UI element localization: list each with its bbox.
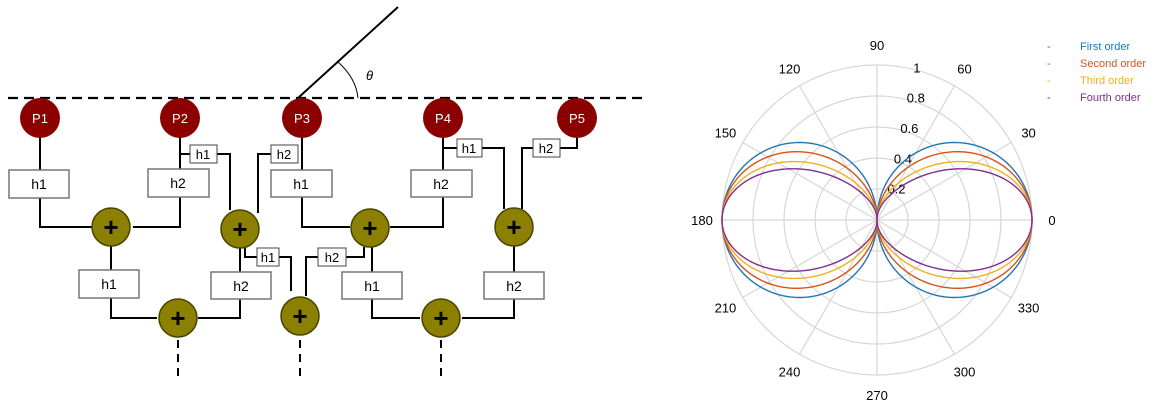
filter-h2-p2: h2 <box>147 168 210 198</box>
angle-tick-label: 240 <box>779 365 801 380</box>
theta-label: θ <box>366 68 373 83</box>
radial-tick-label: 0.4 <box>894 151 912 166</box>
series-fourth-order <box>721 168 1033 272</box>
array-diagram: θ <box>8 6 648 380</box>
sum-symbol: + <box>232 214 247 244</box>
filter-label: h2 <box>539 141 553 156</box>
angle-tick-label: 270 <box>866 388 888 401</box>
summer-a: + <box>91 207 131 247</box>
radial-tick-label: 1 <box>913 60 920 75</box>
filter-h1-p3: h1 <box>270 169 333 198</box>
grid-spoke <box>876 219 1012 299</box>
mic-p4: P4 <box>423 98 463 138</box>
filter-h2-small-p5: h2 <box>532 138 561 158</box>
summer-b: + <box>220 209 260 249</box>
angle-tick-label: 150 <box>715 126 737 141</box>
angle-tick-label: 300 <box>954 365 976 380</box>
mic-p2: P2 <box>160 98 200 138</box>
filter-h2-p4: h2 <box>410 169 473 198</box>
mic-p3: P3 <box>282 98 322 138</box>
filter-label: h1 <box>261 250 275 265</box>
sum-symbol: + <box>292 301 307 331</box>
radial-tick-label: 0.6 <box>900 121 918 136</box>
mic-p1: P1 <box>20 98 60 138</box>
angle-tick-label: 180 <box>691 213 713 228</box>
angle-tick-label: 90 <box>870 38 884 53</box>
filter-h2-small-stage2: h2 <box>317 247 347 267</box>
filter-label: h1 <box>462 141 476 156</box>
filter-h2-stage2-d: h2 <box>483 271 545 300</box>
legend: - First order - Second order - Third order - Fo… <box>1047 41 1146 104</box>
summer-c: + <box>350 208 390 248</box>
angle-tick-label: 30 <box>1021 126 1035 141</box>
filter-h1-stage2-c: h1 <box>341 271 403 300</box>
legend-marker: - <box>1047 75 1051 87</box>
legend-entry: Third order <box>1080 75 1134 87</box>
filter-h2-stage2-b: h2 <box>210 271 272 300</box>
sum-symbol: + <box>506 212 521 242</box>
wave-direction-line <box>297 6 399 99</box>
filter-h1-stage2-a: h1 <box>78 269 140 299</box>
filter-h1-small-p2: h1 <box>189 144 218 164</box>
mic-p3-label: P3 <box>294 111 310 126</box>
wiring <box>39 118 578 380</box>
radial-tick-label: 0.8 <box>907 91 925 106</box>
mic-p1-label: P1 <box>32 111 48 126</box>
legend-entry: First order <box>1080 41 1130 53</box>
grid-spoke <box>742 219 878 299</box>
filter-label: h1 <box>31 176 47 192</box>
angle-tick-label: 0 <box>1048 213 1055 228</box>
sum-symbol: + <box>103 212 118 242</box>
mic-p2-label: P2 <box>172 111 188 126</box>
mic-p5: P5 <box>557 98 597 138</box>
filter-h1-p1: h1 <box>8 169 70 199</box>
summer-d: + <box>494 207 534 247</box>
summer-f: + <box>280 296 320 336</box>
filter-h2-small-p3: h2 <box>270 144 299 164</box>
filter-label: h1 <box>196 147 210 162</box>
filter-h1-small-stage2: h1 <box>256 247 280 267</box>
grid-spoke <box>876 141 1012 221</box>
angle-tick-label: 120 <box>779 61 801 76</box>
sum-symbol: + <box>362 213 377 243</box>
sum-symbol: + <box>170 303 185 333</box>
polar-series <box>721 141 1033 299</box>
filter-label: h2 <box>233 278 249 294</box>
filter-h1-small-p4: h1 <box>456 138 483 158</box>
filter-label: h1 <box>364 278 380 294</box>
filter-label: h1 <box>293 176 309 192</box>
angle-tick-label: 60 <box>957 61 971 76</box>
mic-p5-label: P5 <box>569 111 585 126</box>
legend-marker: - <box>1047 58 1051 70</box>
angle-tick-label: 330 <box>1018 301 1040 316</box>
mic-p4-label: P4 <box>435 111 451 126</box>
filter-label: h2 <box>433 176 449 192</box>
angle-tick-label: 210 <box>715 301 737 316</box>
filter-label: h2 <box>170 175 186 191</box>
polar-angle-ticks: 0 30 60 90 120 150 180 210 240 270 300 330 <box>691 38 1055 401</box>
angle-arc <box>337 61 359 99</box>
filter-label: h2 <box>325 250 339 265</box>
filter-label: h2 <box>506 278 522 294</box>
filter-label: h1 <box>101 276 117 292</box>
legend-entry: Fourth order <box>1080 92 1141 104</box>
grid-spoke <box>742 141 878 221</box>
legend-marker: - <box>1047 41 1051 53</box>
legend-entry: Second order <box>1080 58 1146 70</box>
legend-marker: - <box>1047 92 1051 104</box>
summer-g: + <box>421 298 461 338</box>
filter-label: h2 <box>277 147 291 162</box>
sum-symbol: + <box>433 303 448 333</box>
summer-e: + <box>158 298 198 338</box>
